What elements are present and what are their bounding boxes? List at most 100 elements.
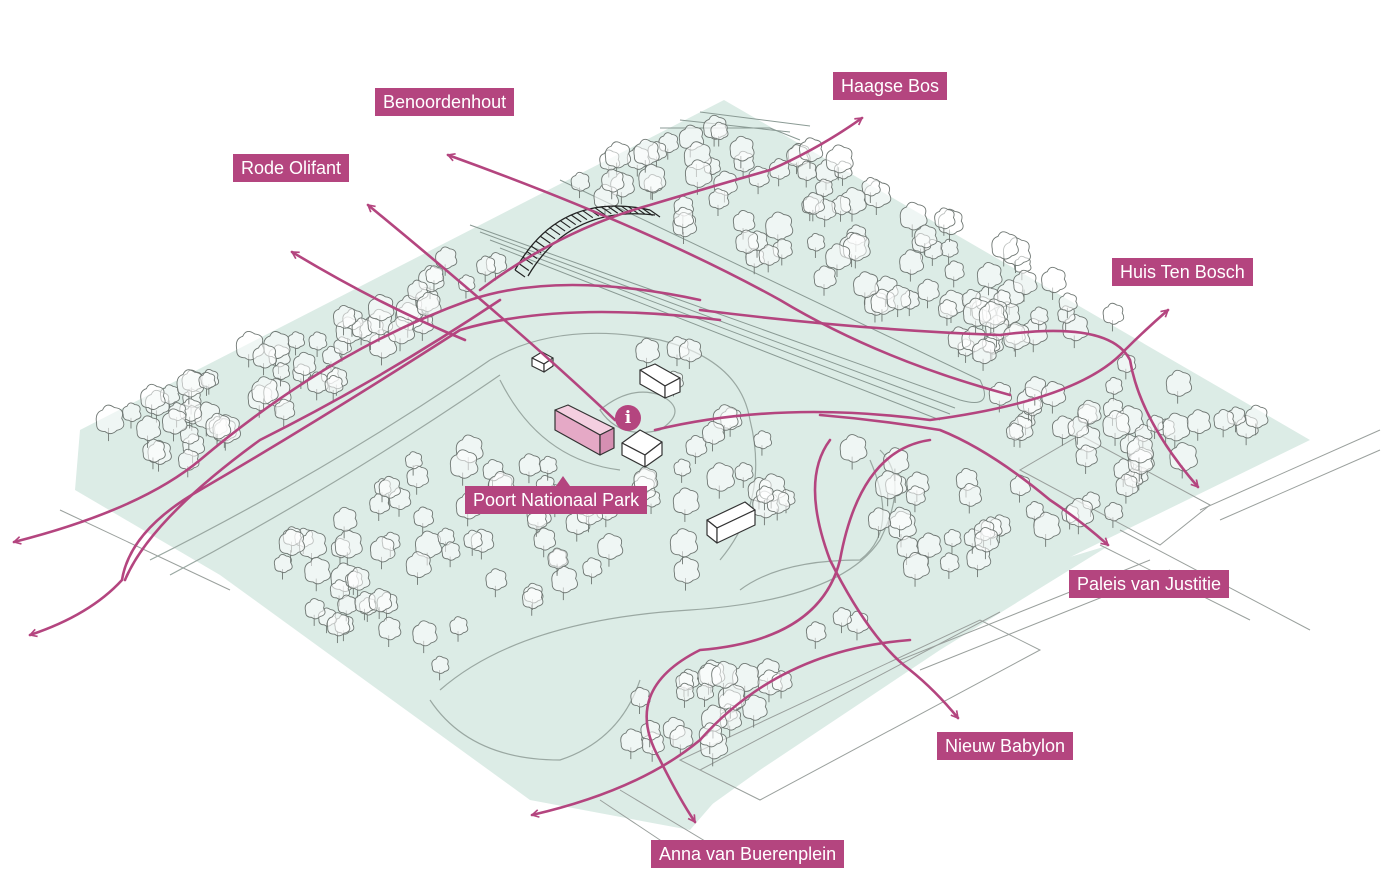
tree-icon: [861, 177, 881, 203]
tree-icon: [711, 660, 739, 696]
tree-icon: [369, 536, 396, 570]
tree-icon: [527, 509, 548, 537]
tree-icon: [1115, 473, 1139, 504]
tree-icon: [867, 507, 892, 538]
tree-icon: [630, 686, 651, 715]
route-huis-ten-bosch: [653, 308, 1170, 432]
tree-icon: [551, 565, 578, 601]
tree-icon: [899, 201, 928, 238]
tree-icon: [853, 271, 880, 305]
route-south-west: [532, 638, 912, 815]
tree-icon: [387, 316, 416, 352]
tree-icon: [476, 255, 496, 283]
tree-icon: [842, 232, 871, 269]
tree-icon: [825, 243, 852, 278]
tree-icon: [940, 238, 959, 265]
bridge-rib: [570, 214, 582, 223]
tree-icon: [944, 260, 965, 288]
tree-icon: [797, 160, 818, 188]
tree-icon: [1102, 410, 1131, 446]
tree-icon: [1041, 266, 1067, 300]
label-haagse-bos[interactable]: Haagse Bos: [833, 72, 948, 100]
tree-icon: [324, 375, 344, 401]
tree-icon: [334, 529, 363, 566]
bridge-rib: [514, 269, 526, 278]
tree-icon: [734, 462, 754, 488]
tree-icon: [802, 192, 825, 222]
tree-icon: [547, 547, 569, 576]
tree-icon: [902, 552, 930, 587]
label-anna-van-buerenplein[interactable]: Anna van Buerenplein: [651, 840, 845, 868]
tree-icon: [756, 485, 775, 511]
bridge-rib: [642, 208, 653, 216]
tree-icon: [582, 557, 603, 585]
bridge-rib: [594, 207, 606, 216]
tree-icon: [278, 528, 306, 563]
tree-icon: [431, 655, 450, 681]
bridge-rib: [576, 212, 588, 221]
tree-icon: [518, 453, 542, 484]
tree-icon: [404, 451, 423, 476]
tree-icon: [368, 588, 393, 620]
label-benoordenhout[interactable]: Benoordenhout: [375, 88, 515, 116]
tree-icon: [1075, 444, 1098, 474]
tree-icon: [673, 458, 692, 483]
tree-icon: [988, 381, 1013, 413]
tree-icon: [1105, 376, 1123, 402]
tree-icon: [406, 465, 429, 495]
building-icon: [554, 404, 615, 456]
label-nieuw-babylon[interactable]: Nieuw Babylon: [937, 732, 1074, 760]
label-poort-nationaal-park[interactable]: Poort Nationaal Park: [465, 486, 648, 514]
tree-icon: [1169, 442, 1198, 479]
route-west-bundle-3: [123, 298, 502, 582]
tree-icon: [449, 449, 479, 486]
tree-icon: [937, 299, 958, 326]
route-west-bundle-2: [30, 310, 722, 635]
tree-icon: [298, 530, 328, 567]
bridge-rib: [565, 217, 577, 226]
label-paleis-van-justitie[interactable]: Paleis van Justitie: [1069, 570, 1230, 598]
tree-icon: [620, 728, 644, 760]
tree-icon: [1003, 321, 1031, 357]
route-east-lower: [698, 308, 1200, 489]
tree-icon: [1126, 435, 1154, 471]
tree-icon: [95, 404, 125, 442]
tree-icon: [753, 430, 773, 456]
tree-icon: [441, 541, 461, 568]
center-label-pointer: [556, 476, 570, 486]
tree-icon: [696, 682, 715, 707]
info-icon[interactable]: i: [615, 405, 641, 431]
tree-icon: [1005, 422, 1024, 447]
tree-icon: [831, 195, 852, 222]
tree-icon: [522, 587, 544, 616]
tree-icon: [698, 722, 724, 755]
tree-icon: [1102, 302, 1125, 332]
tree-icon: [905, 485, 926, 513]
park-paths: [149, 332, 896, 761]
tree-icon: [539, 455, 558, 481]
tree-icon: [889, 506, 913, 538]
route-west-bundle-1: [14, 283, 702, 542]
tree-icon: [673, 556, 700, 591]
tree-icon: [914, 224, 938, 255]
tree-icon: [758, 244, 780, 273]
routes: [14, 116, 1200, 822]
tree-icon: [991, 231, 1019, 267]
tree-icon: [136, 415, 162, 448]
tree-icon: [917, 532, 942, 565]
building-icon: [639, 363, 681, 399]
label-rode-olifant[interactable]: Rode Olifant: [233, 154, 350, 182]
tree-icon: [1162, 412, 1191, 449]
tree-icon: [807, 232, 826, 258]
tree-icon: [449, 616, 469, 642]
tree-icon: [978, 301, 1006, 336]
tree-icon: [735, 229, 760, 261]
tree-icon: [672, 487, 700, 522]
tree-icon: [676, 682, 695, 708]
label-huis-ten-bosch[interactable]: Huis Ten Bosch: [1112, 258, 1253, 286]
tree-icon: [939, 552, 960, 579]
tree-icon: [635, 337, 660, 370]
tree-icon: [934, 207, 956, 236]
bridge-rib: [518, 263, 530, 271]
